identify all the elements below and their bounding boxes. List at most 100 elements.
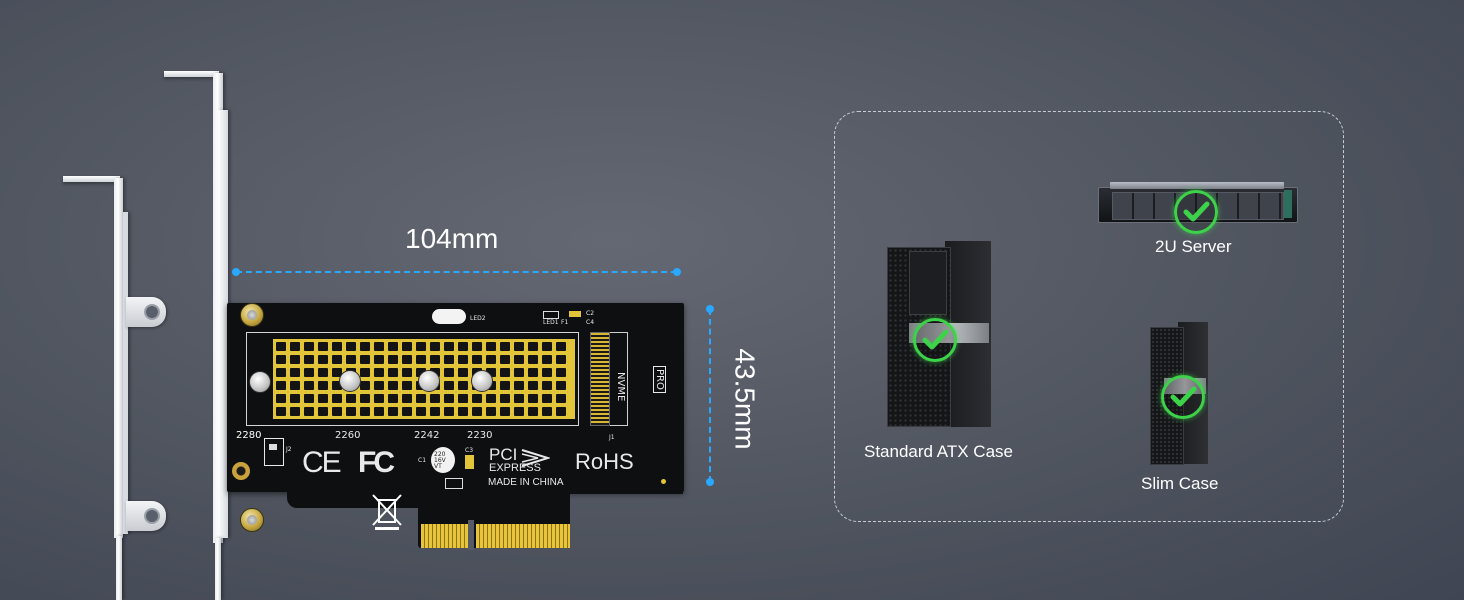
pad-cell xyxy=(290,407,300,416)
smd-component xyxy=(543,311,559,319)
pad-cell xyxy=(430,342,440,351)
server-accent xyxy=(1284,190,1292,218)
length-2280-label: 2280 xyxy=(236,430,262,441)
pad-cell xyxy=(318,368,328,377)
pad-cell xyxy=(430,407,440,416)
c1-label: C1 xyxy=(418,457,427,464)
bracket-hole xyxy=(144,508,160,524)
pad-cell xyxy=(514,394,524,403)
pci-label: PCI xyxy=(489,445,518,464)
led-indicator xyxy=(432,309,466,324)
standoff-2260-icon xyxy=(339,370,361,392)
pad-cell xyxy=(444,355,454,364)
ce-mark: CE xyxy=(302,446,342,479)
pad-cell xyxy=(388,342,398,351)
capacitor xyxy=(431,447,455,473)
screw-icon xyxy=(240,303,264,327)
pad-cell xyxy=(388,368,398,377)
pad-cell xyxy=(360,355,370,364)
pad-cell xyxy=(556,407,566,416)
pad-cell xyxy=(542,381,552,390)
pad-cell xyxy=(346,407,356,416)
pad-cell xyxy=(528,368,538,377)
pad-cell xyxy=(486,368,496,377)
pad-cell xyxy=(430,394,440,403)
standoff-2230-icon xyxy=(471,370,493,392)
check-icon xyxy=(1174,190,1218,234)
pad-cell xyxy=(402,394,412,403)
pad-cell xyxy=(402,368,412,377)
low-profile-bracket-inner xyxy=(123,212,128,534)
pad-cell xyxy=(374,355,384,364)
pad-cell xyxy=(514,355,524,364)
screw-icon xyxy=(240,508,264,532)
pad-cell xyxy=(458,394,468,403)
capacitor-label: 220 16V VT xyxy=(434,451,446,470)
pad-cell xyxy=(458,407,468,416)
pad-cell xyxy=(556,355,566,364)
pad-cell xyxy=(318,342,328,351)
led1-label: LED1 xyxy=(543,319,559,326)
pad-cell xyxy=(276,407,286,416)
pcb-pad xyxy=(661,479,666,484)
pad-cell xyxy=(556,368,566,377)
pad-cell xyxy=(556,381,566,390)
pad-cell xyxy=(276,381,286,390)
pad-cell xyxy=(304,407,314,416)
pad-cell xyxy=(290,342,300,351)
smd-component xyxy=(445,478,463,489)
pad-cell xyxy=(486,394,496,403)
pad-cell xyxy=(402,407,412,416)
low-profile-bracket-lip xyxy=(63,176,120,182)
low-profile-bracket-foot xyxy=(116,536,122,600)
pad-cell xyxy=(430,355,440,364)
pad-cell xyxy=(542,394,552,403)
pad-cell xyxy=(402,342,412,351)
pad-cell xyxy=(444,394,454,403)
pad-cell xyxy=(290,368,300,377)
pad-cell xyxy=(346,394,356,403)
pad-cell xyxy=(360,368,370,377)
length-2242-label: 2242 xyxy=(414,430,440,441)
rohs-label: RoHS xyxy=(575,449,634,474)
pad-cell xyxy=(374,394,384,403)
slim-case-front xyxy=(1150,327,1184,465)
pad-cell xyxy=(500,394,510,403)
weee-bin-icon xyxy=(372,494,402,530)
c4-label: C4 xyxy=(586,319,595,326)
pad-cell xyxy=(444,381,454,390)
pcie-gold-fingers-short xyxy=(421,524,468,548)
led-label: LED2 xyxy=(470,315,486,322)
pad-cell xyxy=(388,381,398,390)
pad-cell xyxy=(458,355,468,364)
pci-express-logo-icon xyxy=(521,449,550,467)
pad-cell xyxy=(458,381,468,390)
f1-label: F1 xyxy=(561,319,569,326)
c2-label: C2 xyxy=(586,310,595,317)
pad-cell xyxy=(542,407,552,416)
pad-cell xyxy=(374,407,384,416)
pad-cell xyxy=(360,407,370,416)
width-dimension-line xyxy=(236,271,677,273)
pad-cell xyxy=(290,355,300,364)
c3-label: C3 xyxy=(465,447,474,454)
pad-cell xyxy=(276,368,286,377)
pad-cell xyxy=(374,381,384,390)
width-dimension-label: 104mm xyxy=(405,223,499,254)
pad-cell xyxy=(332,355,342,364)
pad-cell xyxy=(514,407,524,416)
pad-cell xyxy=(514,342,524,351)
pad-cell xyxy=(542,368,552,377)
m2-connector xyxy=(590,332,610,426)
pad-cell xyxy=(542,342,552,351)
pad-cell xyxy=(472,407,482,416)
m2-slot-outline xyxy=(246,332,579,426)
pad-cell xyxy=(332,368,342,377)
pad-cell xyxy=(374,368,384,377)
pad-cell xyxy=(346,342,356,351)
pad-cell xyxy=(556,394,566,403)
pad-cell xyxy=(360,381,370,390)
dimension-dot xyxy=(706,478,714,486)
atx-case-top-panel xyxy=(909,251,947,315)
dimension-dot xyxy=(706,305,714,313)
